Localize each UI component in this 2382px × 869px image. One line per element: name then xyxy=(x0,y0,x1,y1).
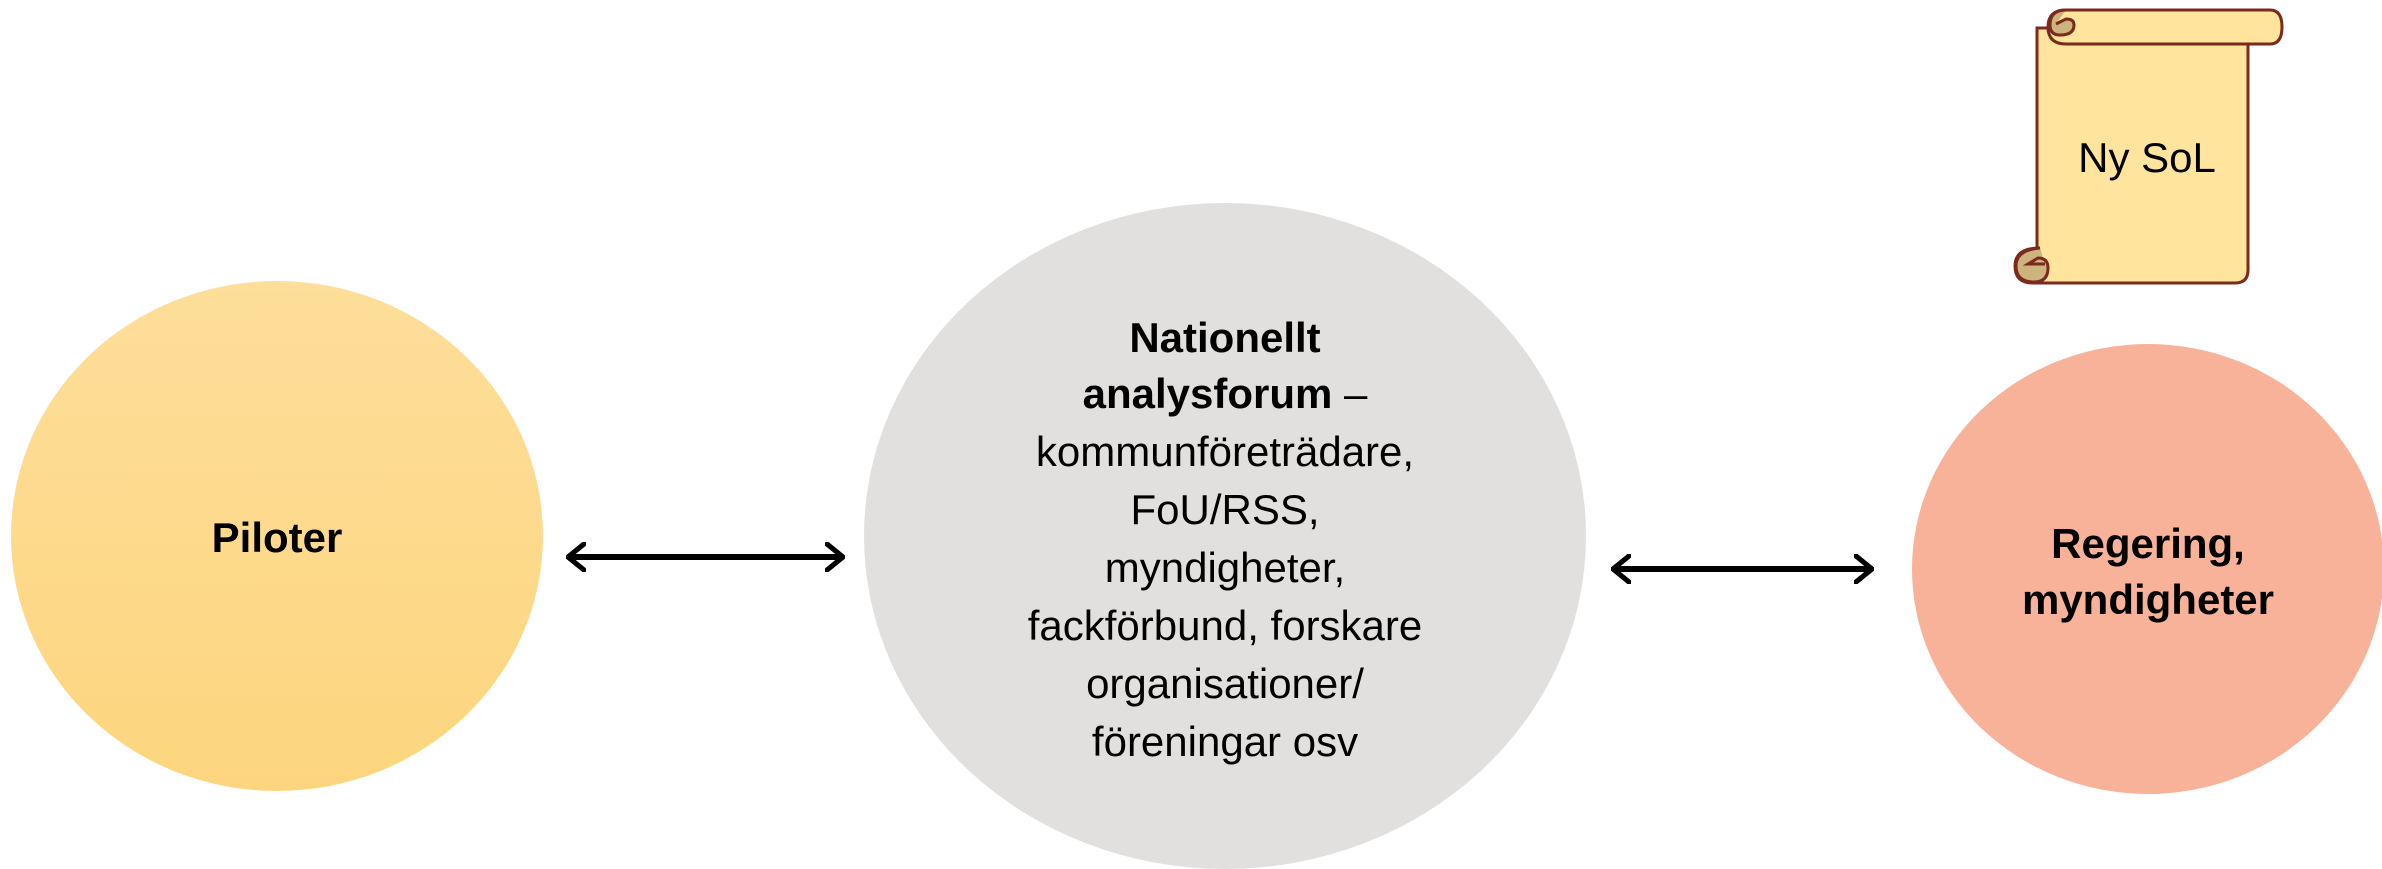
forum-line: kommunföreträdare, xyxy=(1036,428,1414,475)
regering-circle xyxy=(1912,344,2382,794)
forum-line: organisationer/ xyxy=(1086,660,1364,707)
scroll-top-roll xyxy=(2046,8,2284,46)
scroll-label: Ny SoL xyxy=(2078,134,2216,181)
regering-label-line2: myndigheter xyxy=(2022,576,2274,623)
forum-line: föreningar osv xyxy=(1092,718,1358,765)
regering-node: Regering, myndigheter xyxy=(1912,344,2382,794)
piloter-label: Piloter xyxy=(212,514,343,561)
forum-title-line1: Nationellt xyxy=(1129,314,1320,361)
piloter-node: Piloter xyxy=(11,281,543,791)
scroll-bottom-curl xyxy=(2014,246,2050,284)
piloter-circle xyxy=(11,281,543,791)
forum-circle xyxy=(864,203,1586,869)
forum-title-dash: – xyxy=(1332,370,1368,417)
forum-line: myndigheter, xyxy=(1105,544,1345,591)
regering-label-line1: Regering, xyxy=(2051,520,2245,567)
ny-sol-scroll-icon: Ny SoL xyxy=(2013,8,2284,285)
forum-line: fackförbund, forskare xyxy=(1028,602,1423,649)
scroll-top-curl xyxy=(2048,8,2076,37)
forum-line: FoU/RSS, xyxy=(1130,486,1319,533)
forum-title-line2: analysforum – xyxy=(1083,370,1368,417)
forum-node: Nationellt analysforum – kommunföreträda… xyxy=(864,203,1586,869)
forum-title-bold: analysforum xyxy=(1083,370,1333,417)
